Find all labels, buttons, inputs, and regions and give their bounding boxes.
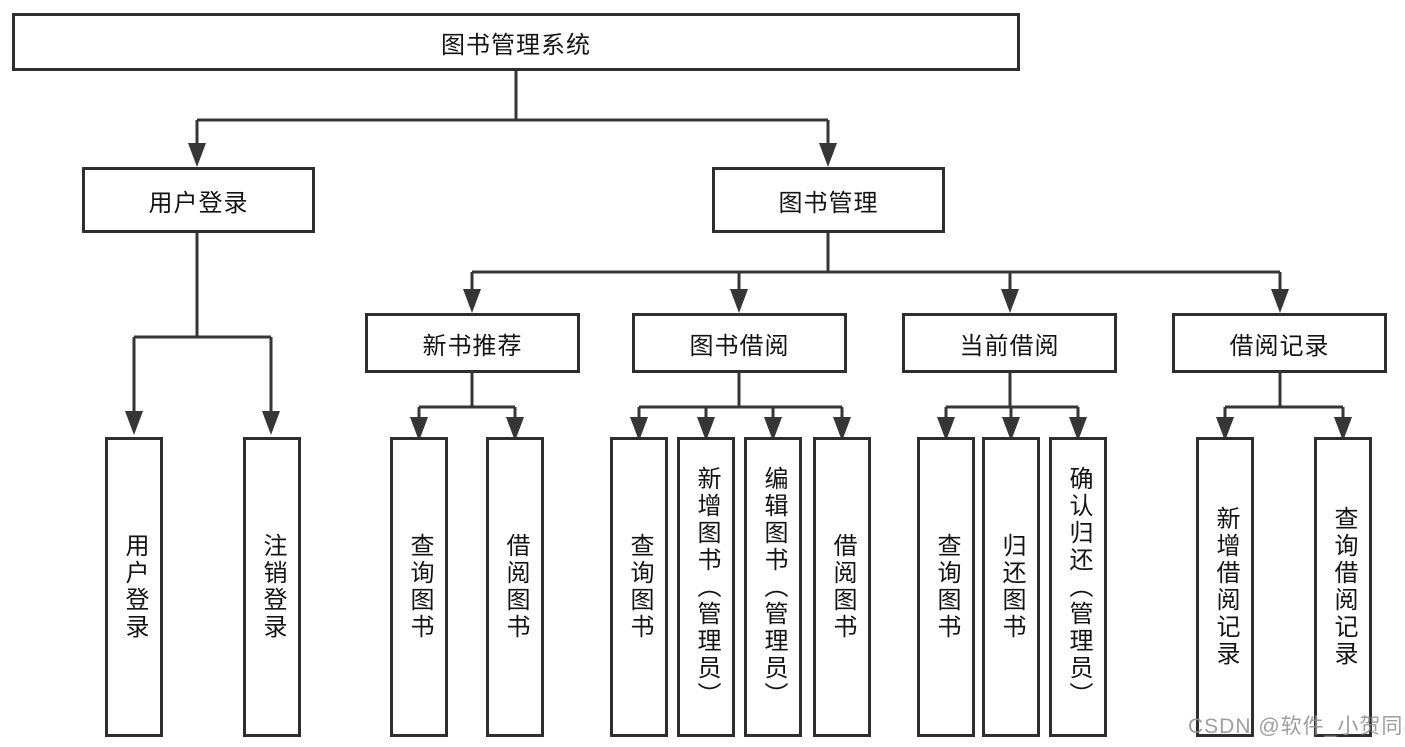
- node-book-borrow: 图书借阅: [632, 313, 847, 373]
- leaf-current-confirm-return-admin: 确认归还（管理员）: [1049, 437, 1107, 737]
- leaf-borrow-borrow-books-label: 借阅图书: [829, 533, 856, 641]
- leaf-borrow-edit-books-admin-label: 编辑图书（管理员）: [760, 465, 787, 709]
- leaf-newbook-borrow-books: 借阅图书: [486, 437, 544, 737]
- node-borrow-records: 借阅记录: [1172, 313, 1387, 373]
- arrowheads: [125, 143, 1352, 441]
- node-user-login-label: 用户登录: [148, 189, 249, 217]
- csdn-watermark: CSDN @软件_小贺同学: [1188, 715, 1405, 738]
- leaf-record-query-borrow-record: 查询借阅记录: [1314, 437, 1372, 737]
- leaf-current-return-books-label: 归还图书: [998, 533, 1025, 641]
- leaf-borrow-add-books-admin: 新增图书（管理员）: [677, 437, 735, 737]
- node-new-book-recommend-label: 新书推荐: [422, 332, 523, 360]
- leaf-current-return-books: 归还图书: [982, 437, 1040, 737]
- leaf-borrow-borrow-books: 借阅图书: [813, 437, 871, 737]
- leaf-user-login: 用户登录: [105, 437, 163, 737]
- node-borrow-records-label: 借阅记录: [1229, 332, 1330, 360]
- node-book-management-label: 图书管理: [778, 189, 879, 217]
- node-book-borrow-label: 图书借阅: [689, 332, 790, 360]
- leaf-borrow-add-books-admin-label: 新增图书（管理员）: [693, 465, 720, 709]
- leaf-record-query-borrow-record-label: 查询借阅记录: [1330, 506, 1357, 668]
- leaf-current-confirm-return-admin-label: 确认归还（管理员）: [1065, 465, 1092, 709]
- leaf-user-login-label: 用户登录: [121, 533, 148, 641]
- node-user-login: 用户登录: [82, 167, 315, 233]
- node-new-book-recommend: 新书推荐: [365, 313, 580, 373]
- leaf-logout: 注销登录: [243, 437, 301, 737]
- leaf-record-add-borrow-record: 新增借阅记录: [1196, 437, 1254, 737]
- node-current-borrow-label: 当前借阅: [959, 332, 1060, 360]
- leaf-record-add-borrow-record-label: 新增借阅记录: [1212, 506, 1239, 668]
- node-current-borrow: 当前借阅: [902, 313, 1117, 373]
- leaf-newbook-borrow-books-label: 借阅图书: [502, 533, 529, 641]
- leaf-newbook-query-books: 查询图书: [390, 437, 448, 737]
- leaf-borrow-edit-books-admin: 编辑图书（管理员）: [744, 437, 802, 737]
- leaf-logout-label: 注销登录: [259, 533, 286, 641]
- leaf-borrow-query-books-label: 查询图书: [626, 533, 653, 641]
- node-library-system-label: 图书管理系统: [441, 31, 591, 59]
- leaf-borrow-query-books: 查询图书: [610, 437, 668, 737]
- node-library-system: 图书管理系统: [12, 13, 1020, 71]
- leaf-newbook-query-books-label: 查询图书: [406, 533, 433, 641]
- leaf-current-query-books: 查询图书: [917, 437, 975, 737]
- leaf-current-query-books-label: 查询图书: [933, 533, 960, 641]
- node-book-management: 图书管理: [712, 167, 945, 233]
